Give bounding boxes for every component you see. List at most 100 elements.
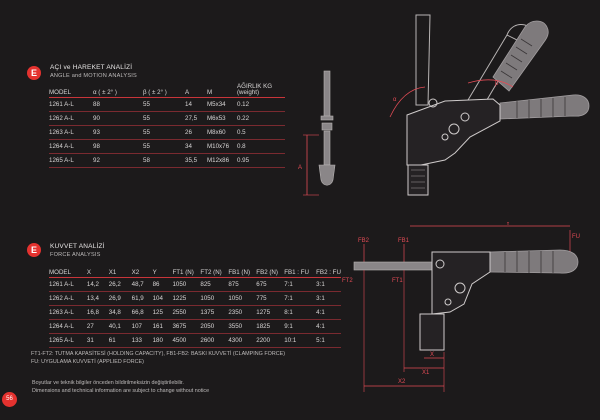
angle-table-cell: 55 bbox=[143, 125, 185, 140]
angle-table-cell: M12x86 bbox=[207, 153, 237, 168]
force-table-cell: 825 bbox=[200, 277, 229, 292]
open-lever-bar bbox=[415, 14, 431, 106]
clamp-spindle bbox=[318, 70, 336, 186]
force-table-cell: 1225 bbox=[172, 291, 201, 306]
angle-table-cell: M5x34 bbox=[207, 97, 237, 112]
section-badge-icon bbox=[27, 66, 41, 80]
angle-table-cell: 1261 A-L bbox=[49, 97, 93, 112]
fb2-label: FB2 bbox=[358, 238, 370, 244]
force-header-cell: X1 bbox=[108, 263, 132, 278]
force-header-cell: FB2 : FU bbox=[316, 263, 341, 278]
force-table-cell: 125 bbox=[152, 305, 173, 320]
force-table-cell: 48,7 bbox=[131, 277, 153, 292]
angle-table-cell: 1263 A-L bbox=[49, 125, 93, 140]
force-header-cell: FT1 (N) bbox=[172, 263, 201, 278]
alpha-arc bbox=[389, 86, 426, 118]
fb1-label: FB1 bbox=[398, 238, 410, 244]
handle-grip bbox=[489, 249, 579, 274]
force-table-cell: 1375 bbox=[200, 305, 229, 320]
force-table-cell: 775 bbox=[256, 291, 285, 306]
beta-label: β bbox=[495, 81, 499, 87]
force-table-cell: 34,8 bbox=[108, 305, 132, 320]
force-table-cell: 180 bbox=[152, 333, 173, 348]
ft1-label: FT1 bbox=[392, 278, 403, 284]
force-table-cell: 31 bbox=[86, 333, 109, 348]
force-table-cell: 3550 bbox=[228, 319, 257, 334]
force-table-cell: 16,8 bbox=[86, 305, 109, 320]
angle-table-cell: 98 bbox=[93, 139, 143, 154]
force-table-cell: 26,2 bbox=[108, 277, 132, 292]
section-badge-icon bbox=[27, 243, 41, 257]
clamp-base-foot bbox=[419, 313, 445, 351]
force-header-cell: MODEL bbox=[49, 263, 87, 278]
angle-table-cell: 35,5 bbox=[185, 153, 207, 168]
angle-table-cell: M8x60 bbox=[207, 125, 237, 140]
force-table-cell: 107 bbox=[131, 319, 153, 334]
angle-table-cell: 0.5 bbox=[237, 125, 285, 140]
force-section-subtitle: FORCE ANALYSIS bbox=[50, 252, 101, 258]
force-table-cell: 10:1 bbox=[284, 333, 317, 348]
force-table-cell: 40,1 bbox=[108, 319, 132, 334]
angle-table-cell: 88 bbox=[93, 97, 143, 112]
force-table-cell: 14,2 bbox=[86, 277, 109, 292]
force-table-cell: 1262 A-L bbox=[49, 291, 87, 306]
force-table-cell: 9:1 bbox=[284, 319, 317, 334]
force-table-cell: 2200 bbox=[256, 333, 285, 348]
footnote-forces: FT1-FT2: TUTMA KAPASİTESİ (HOLDING CAPAC… bbox=[31, 351, 285, 357]
angle-table-cell: 27,5 bbox=[185, 111, 207, 126]
force-table-cell: 1050 bbox=[200, 291, 229, 306]
angle-table-cell: M6x53 bbox=[207, 111, 237, 126]
lower-handle-grip bbox=[499, 94, 590, 120]
force-table-cell: 4500 bbox=[172, 333, 201, 348]
force-table-cell: 1263 A-L bbox=[49, 305, 87, 320]
force-table-cell: 5:1 bbox=[316, 333, 341, 348]
force-table-cell: 8:1 bbox=[284, 305, 317, 320]
force-table-cell: 66,8 bbox=[131, 305, 153, 320]
force-table-cell: 2050 bbox=[200, 319, 229, 334]
angle-table-cell: 26 bbox=[185, 125, 207, 140]
force-table-cell: 3675 bbox=[172, 319, 201, 334]
force-table-cell: 1261 A-L bbox=[49, 277, 87, 292]
beta-arc bbox=[467, 79, 514, 88]
force-table-cell: 7:1 bbox=[284, 291, 317, 306]
force-table-cell: 4300 bbox=[228, 333, 257, 348]
angle-header-cell: M bbox=[207, 83, 237, 98]
angle-table-cell: 1265 A-L bbox=[49, 153, 93, 168]
angle-table-cell: 0.22 bbox=[237, 111, 285, 126]
clamp-force-drawing: Y FB2 FB1 FU FT2 FT1 X X1 bbox=[342, 222, 580, 392]
force-table-cell: 1050 bbox=[172, 277, 201, 292]
force-table-cell: 675 bbox=[256, 277, 285, 292]
force-header-cell: Y bbox=[152, 263, 173, 278]
force-table-cell: 13,4 bbox=[86, 291, 109, 306]
force-section-title: KUVVET ANALİZİ bbox=[50, 243, 105, 250]
force-header-cell: X bbox=[86, 263, 109, 278]
clamp-arm bbox=[353, 261, 433, 271]
force-table-cell: 61,9 bbox=[131, 291, 153, 306]
alpha-label: α bbox=[393, 97, 397, 103]
force-table-cell: 133 bbox=[131, 333, 153, 348]
force-table-cell: 1050 bbox=[228, 291, 257, 306]
angle-section-title: AÇI ve HAREKET ANALİZİ bbox=[50, 64, 133, 71]
x2-label: X2 bbox=[398, 379, 406, 385]
clamp-base-foot bbox=[407, 164, 429, 196]
force-table-cell: 27 bbox=[86, 319, 109, 334]
upper-handle-grip bbox=[492, 20, 549, 92]
force-table-cell: 161 bbox=[152, 319, 173, 334]
angle-header-cell: α ( ± 2° ) bbox=[93, 83, 143, 98]
fu-label: FU bbox=[572, 234, 580, 240]
angle-header-cell: β ( ± 2° ) bbox=[143, 83, 185, 98]
angle-table-cell: 55 bbox=[143, 111, 185, 126]
angle-table-cell: 0.95 bbox=[237, 153, 285, 168]
y-label: Y bbox=[506, 222, 510, 227]
